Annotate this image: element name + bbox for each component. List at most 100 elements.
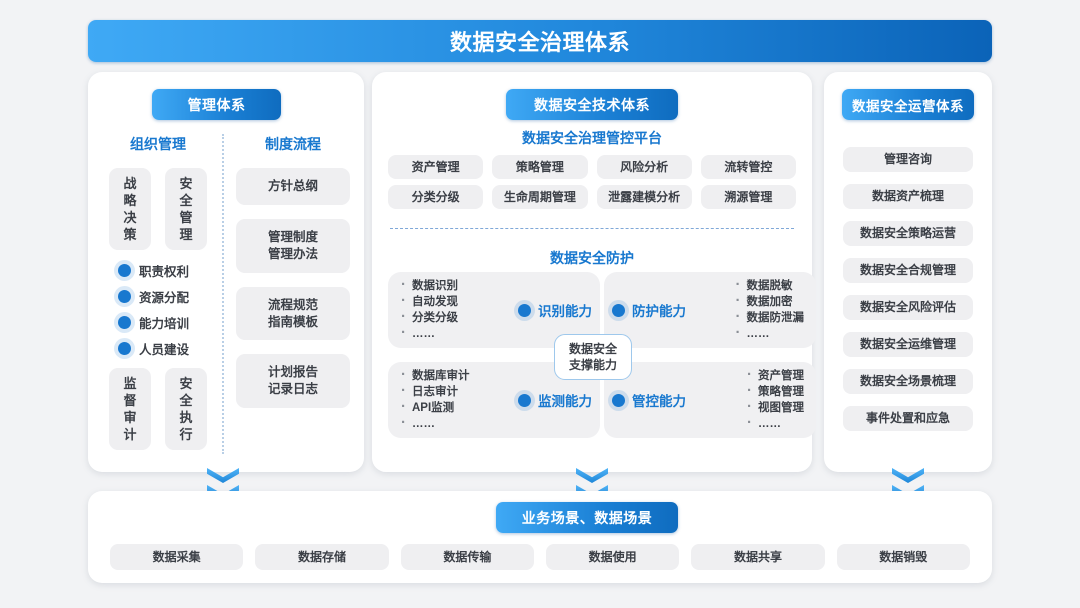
platform-chip: 泄露建模分析	[596, 185, 692, 209]
capability-label-text: 监测能力	[538, 394, 592, 409]
capability-item: 数据脱敏	[735, 277, 805, 294]
bullet-dot-icon	[612, 393, 625, 407]
capability-card-identify: 数据识别自动发现分类分级…… 识别能力	[388, 272, 600, 348]
capability-label-control: 管控能力	[612, 390, 686, 410]
capability-label-text: 防护能力	[632, 304, 686, 319]
scenario-chip: 数据使用	[545, 544, 680, 570]
operations-item: 数据安全合规管理	[843, 258, 973, 283]
bullet-dot-icon	[518, 393, 531, 407]
org-box-strategy: 战略决策	[109, 168, 151, 250]
operations-item: 数据安全运维管理	[843, 332, 973, 357]
capability-item: ……	[746, 415, 804, 432]
capability-label-protect: 防护能力	[612, 300, 686, 320]
capability-item-list: 资产管理策略管理视图管理……	[746, 367, 804, 432]
operations-item: 数据资产梳理	[843, 184, 973, 209]
capability-item: 策略管理	[746, 383, 804, 400]
operations-list: 管理咨询 数据资产梳理 数据安全策略运营 数据安全合规管理 数据安全风险评估 数…	[843, 147, 973, 443]
process-item: 计划报告记录日志	[236, 354, 350, 409]
org-bullet-label: 能力培训	[139, 317, 190, 331]
capability-item: 资产管理	[746, 367, 804, 384]
capability-label-text: 管控能力	[632, 394, 686, 409]
capability-card-protect: 防护能力 数据脱敏数据加密数据防泄漏……	[604, 272, 816, 348]
bullet-dot-icon	[612, 303, 625, 317]
capability-item-list: 数据库审计日志审计API监测……	[400, 367, 470, 432]
org-box-audit: 监督审计	[109, 368, 151, 450]
platform-title: 数据安全治理管控平台	[522, 130, 662, 146]
org-bullet-label: 资源分配	[139, 291, 190, 305]
capability-item: 视图管理	[746, 399, 804, 416]
capability-item: 日志审计	[400, 383, 470, 400]
scenarios-panel: 业务场景、数据场景 数据采集 数据存储 数据传输 数据使用 数据共享 数据销毁	[88, 491, 992, 583]
platform-chip: 风险分析	[596, 155, 692, 179]
process-item: 方针总纲	[236, 168, 350, 205]
process-item: 管理制度管理办法	[236, 218, 350, 273]
operations-item: 数据安全策略运营	[843, 221, 973, 246]
scenario-chip: 数据存储	[255, 544, 389, 570]
platform-chip: 流转管控	[700, 155, 796, 179]
capability-card-control: 管控能力 资产管理策略管理视图管理……	[604, 362, 816, 438]
org-box-security-mgmt: 安全管理	[165, 168, 207, 250]
capability-label-monitor: 监测能力	[518, 390, 592, 410]
capability-item: 数据防泄漏	[735, 309, 804, 326]
support-capability-badge: 数据安全支撑能力	[554, 334, 632, 380]
page-title: 数据安全治理体系	[88, 20, 992, 62]
org-column: 组织管理 战略决策 安全管理 职责权利 资源分配 能力培训 人员建设 监督审计 …	[102, 134, 214, 450]
capability-item-list: 数据识别自动发现分类分级……	[400, 277, 458, 342]
org-bullet-list: 职责权利 资源分配 能力培训 人员建设	[118, 261, 214, 358]
technology-panel: 数据安全技术体系 数据安全治理管控平台 资产管理 策略管理 风险分析 流转管控 …	[372, 72, 816, 472]
capability-item: 分类分级	[400, 309, 458, 326]
platform-chip: 溯源管理	[700, 185, 796, 209]
process-column-title: 制度流程	[265, 136, 321, 152]
org-top-box-row: 战略决策 安全管理	[102, 168, 214, 250]
process-column: 制度流程 方针总纲 管理制度管理办法 流程规范指南模板 计划报告记录日志	[236, 134, 350, 422]
management-panel: 管理体系 组织管理 战略决策 安全管理 职责权利 资源分配 能力培训 人员建设 …	[88, 72, 364, 472]
scenario-chip: 数据销毁	[836, 544, 970, 570]
bullet-dot-icon	[118, 316, 131, 329]
capability-item: 数据加密	[735, 293, 805, 310]
operations-item: 管理咨询	[843, 147, 973, 172]
org-column-title: 组织管理	[130, 136, 186, 152]
capability-item-list: 数据脱敏数据加密数据防泄漏……	[735, 277, 805, 342]
operations-badge: 数据安全运营体系	[842, 89, 974, 120]
platform-row-2: 分类分级 生命周期管理 泄露建模分析 溯源管理	[388, 185, 796, 209]
capability-label-identify: 识别能力	[518, 300, 592, 320]
capability-item: API监测	[400, 399, 470, 416]
operations-panel: 数据安全运营体系 管理咨询 数据资产梳理 数据安全策略运营 数据安全合规管理 数…	[824, 72, 992, 472]
operations-item: 数据安全场景梳理	[843, 369, 973, 394]
scenario-chip-row: 数据采集 数据存储 数据传输 数据使用 数据共享 数据销毁	[110, 544, 970, 570]
capability-item: ……	[400, 415, 470, 432]
org-bullet-label: 职责权利	[139, 265, 190, 279]
org-bullet-item: 能力培训	[118, 313, 214, 332]
capability-item: ……	[735, 325, 805, 342]
org-bullet-label: 人员建设	[139, 343, 190, 357]
org-box-security-exec: 安全执行	[165, 368, 207, 450]
org-bullet-item: 职责权利	[118, 261, 214, 280]
column-divider	[222, 134, 224, 454]
scenarios-badge: 业务场景、数据场景	[496, 502, 678, 533]
org-bullet-item: 人员建设	[118, 339, 214, 358]
management-badge: 管理体系	[152, 89, 281, 120]
scenario-chip: 数据共享	[691, 544, 825, 570]
platform-row-1: 资产管理 策略管理 风险分析 流转管控	[388, 155, 796, 179]
platform-chip: 策略管理	[492, 155, 588, 179]
scenario-chip: 数据传输	[400, 544, 534, 570]
protection-title: 数据安全防护	[550, 250, 634, 266]
section-divider	[390, 228, 794, 229]
bullet-dot-icon	[118, 264, 131, 277]
capability-item: 自动发现	[400, 293, 458, 310]
platform-chip: 资产管理	[388, 155, 484, 179]
capability-item: 数据库审计	[400, 367, 470, 384]
org-bottom-box-row: 监督审计 安全执行	[102, 368, 214, 450]
technology-badge: 数据安全技术体系	[506, 89, 678, 120]
capability-label-text: 识别能力	[538, 304, 592, 319]
platform-chip: 生命周期管理	[492, 185, 588, 209]
bullet-dot-icon	[118, 290, 131, 303]
org-bullet-item: 资源分配	[118, 287, 214, 306]
platform-chip: 分类分级	[388, 185, 484, 209]
scenario-chip: 数据采集	[110, 544, 244, 570]
operations-item: 数据安全风险评估	[843, 295, 973, 320]
capability-item: ……	[400, 325, 458, 342]
process-item: 流程规范指南模板	[236, 286, 350, 341]
bullet-dot-icon	[118, 342, 131, 355]
